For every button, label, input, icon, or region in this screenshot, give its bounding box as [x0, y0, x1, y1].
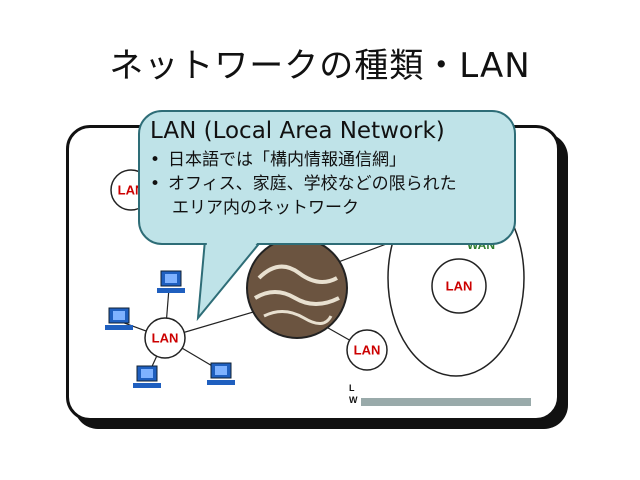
- computer-icon: [133, 365, 161, 388]
- computer-icon: [207, 362, 235, 385]
- lan-label: LAN: [353, 342, 381, 358]
- lan-node-bottom: [346, 329, 388, 371]
- legend-strip: [361, 398, 531, 406]
- lan-node-wan: [431, 258, 487, 314]
- callout-bullet-1: • 日本語では「構内情報通信網」: [150, 148, 510, 172]
- lan-label: LAN: [151, 330, 179, 346]
- bullet-marker: •: [150, 174, 161, 194]
- callout-heading: LAN (Local Area Network): [150, 118, 445, 144]
- legend-text-line-2: W: [349, 395, 358, 405]
- callout-bullet-2-text: オフィス、家庭、学校などの限られた: [168, 174, 457, 194]
- callout-bubble: [138, 110, 516, 245]
- callout-bullet-2-continuation: エリア内のネットワーク: [172, 198, 359, 218]
- bullet-marker: •: [150, 150, 161, 170]
- computer-icon: [105, 307, 133, 330]
- slide-title: ネットワークの種類・LAN: [109, 46, 531, 86]
- globe-icon: [246, 237, 348, 339]
- lan-label: LAN: [117, 182, 145, 198]
- legend-text-line-1: L: [349, 383, 355, 393]
- lan-label: LAN: [445, 278, 473, 294]
- computer-icon: [157, 270, 185, 293]
- legend-text: L W: [349, 382, 358, 406]
- lan-node-hub: [144, 317, 186, 359]
- callout-bullet-1-text: 日本語では「構内情報通信網」: [168, 150, 406, 170]
- callout-content: LAN (Local Area Network) • 日本語では「構内情報通信網」…: [150, 118, 510, 220]
- callout-bullet-2: • オフィス、家庭、学校などの限られた: [150, 172, 510, 196]
